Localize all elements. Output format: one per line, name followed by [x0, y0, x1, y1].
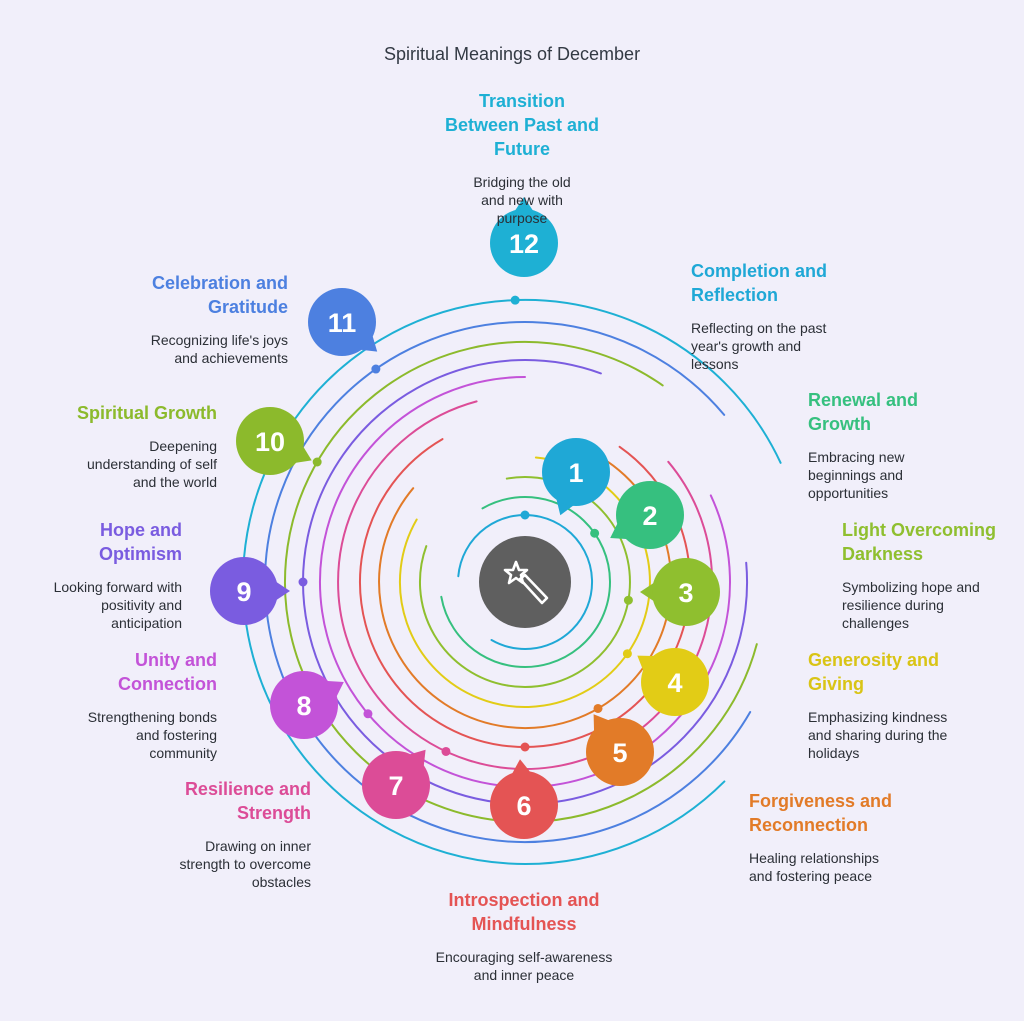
- item-7: Resilience and Strength Drawing on inner…: [160, 777, 311, 891]
- item-desc: Drawing on inner strength to overcome ob…: [179, 838, 311, 890]
- badge-number: 9: [236, 577, 251, 607]
- item-11: Celebration and Gratitude Recognizing li…: [130, 271, 288, 367]
- ring-arc-12: [242, 298, 782, 865]
- badge-1: 1: [542, 438, 610, 516]
- badge-10: 10: [236, 407, 312, 475]
- badge-7: 7: [362, 749, 430, 819]
- item-desc: Bridging the old and new with purpose: [473, 174, 571, 226]
- badge-number: 4: [667, 668, 682, 698]
- item-title: Celebration and Gratitude: [151, 273, 288, 317]
- item-4: Generosity and Giving Emphasizing kindne…: [808, 648, 968, 762]
- item-title: Introspection and Mindfulness: [448, 890, 600, 934]
- item-9: Hope and Optimism Looking forward with p…: [30, 518, 182, 632]
- item-desc: Looking forward with positivity and anti…: [53, 579, 182, 631]
- badge-9: 9: [210, 557, 290, 625]
- badge-number: 8: [296, 691, 311, 721]
- item-title: Forgiveness and Reconnection: [749, 791, 893, 835]
- item-10: Spiritual Growth Deepening understanding…: [62, 401, 217, 491]
- ring-arc-2: [440, 496, 611, 668]
- ring-arc-9: [302, 359, 748, 806]
- item-desc: Embracing new beginnings and opportuniti…: [808, 449, 905, 501]
- ring-dot-10: [312, 457, 322, 467]
- badge-number: 11: [328, 308, 357, 338]
- ring-dot-1: [520, 510, 530, 520]
- badge-number: 3: [678, 578, 693, 608]
- badge-number: 6: [516, 791, 531, 821]
- ring-dot-7: [441, 746, 451, 756]
- item-title: Unity and Connection: [118, 650, 217, 694]
- item-title: Transition Between Past and Future: [444, 91, 600, 159]
- item-3: Light Overcoming Darkness Symbolizing ho…: [842, 518, 1014, 632]
- item-title: Completion and Reflection: [691, 261, 827, 305]
- ring-dot-12: [510, 295, 520, 305]
- ring-arc-1: [457, 514, 594, 650]
- badge-4: 4: [637, 648, 709, 716]
- badge-5: 5: [586, 714, 654, 786]
- item-desc: Emphasizing kindness and sharing during …: [808, 709, 948, 761]
- item-8: Unity and Connection Strengthening bonds…: [62, 648, 217, 762]
- ring-dot-9: [298, 577, 308, 587]
- item-title: Renewal and Growth: [808, 390, 919, 434]
- item-title: Spiritual Growth: [76, 403, 217, 423]
- badge-number: 10: [255, 427, 285, 457]
- ring-dot-5: [593, 703, 603, 713]
- page-title: Spiritual Meanings of December: [383, 44, 641, 64]
- item-desc: Symbolizing hope and resilience during c…: [842, 579, 980, 631]
- ring-dot-3: [623, 595, 633, 605]
- item-6: Introspection and Mindfulness Encouragin…: [422, 888, 626, 984]
- item-2: Renewal and Growth Embracing new beginni…: [808, 388, 958, 502]
- badge-8: 8: [270, 671, 344, 739]
- badge-number: 7: [388, 771, 403, 801]
- badge-2: 2: [610, 481, 684, 549]
- item-title: Resilience and Strength: [184, 779, 311, 823]
- badge-number: 1: [568, 458, 583, 488]
- item-title: Hope and Optimism: [98, 520, 182, 564]
- badge-number: 12: [509, 229, 539, 259]
- item-desc: Strengthening bonds and fostering commun…: [87, 709, 217, 761]
- item-12: Transition Between Past and Future Bridg…: [392, 89, 652, 227]
- ring-arc-10: [283, 341, 758, 823]
- item-desc: Encouraging self-awareness and inner pea…: [435, 949, 613, 983]
- badge-11: 11: [308, 288, 378, 356]
- item-title: Generosity and Giving: [808, 650, 940, 694]
- badge-number: 2: [642, 501, 657, 531]
- item-desc: Reflecting on the past year's growth and…: [691, 320, 827, 372]
- ring-dot-6: [520, 742, 530, 752]
- item-5: Forgiveness and Reconnection Healing rel…: [749, 789, 909, 885]
- item-desc: Recognizing life's joys and achievements: [150, 332, 288, 366]
- ring-dot-8: [363, 709, 373, 719]
- center-hub: [479, 536, 571, 628]
- item-title: Light Overcoming Darkness: [842, 520, 997, 564]
- badge-12: 12: [490, 197, 558, 277]
- item-1: Completion and Reflection Reflecting on …: [691, 259, 871, 373]
- ring-dot-2: [590, 528, 600, 538]
- item-desc: Healing relationships and fostering peac…: [749, 850, 879, 884]
- badge-3: 3: [640, 558, 720, 626]
- magic-wand-icon: [503, 560, 549, 605]
- ring-dot-11: [371, 364, 381, 374]
- ring-dot-4: [622, 649, 632, 659]
- badge-6: 6: [490, 759, 558, 839]
- badge-number: 5: [612, 738, 627, 768]
- item-desc: Deepening understanding of self and the …: [87, 438, 217, 490]
